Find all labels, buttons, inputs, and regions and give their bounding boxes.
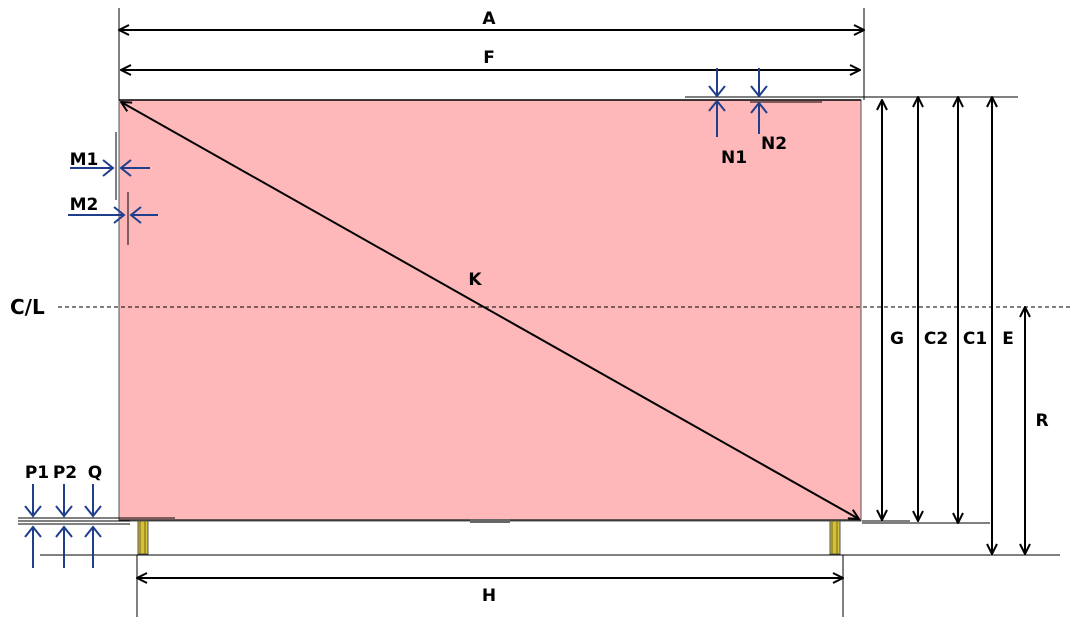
label-p1: P1 [25, 463, 49, 483]
label-f: F [483, 48, 495, 68]
label-r: R [1035, 411, 1048, 431]
label-c2: C2 [924, 329, 948, 349]
left-leg [137, 520, 149, 555]
dim-k [121, 102, 859, 519]
label-center-line: C/L [10, 295, 45, 319]
label-c1: C1 [963, 329, 987, 349]
label-p2: P2 [53, 463, 77, 483]
label-k: K [468, 270, 482, 290]
small-arrows [24, 68, 768, 568]
center-base-mark [470, 519, 510, 523]
label-g: G [890, 329, 904, 349]
right-leg [829, 520, 841, 555]
label-m1: M1 [70, 150, 99, 170]
label-a: A [482, 9, 496, 29]
label-n2: N2 [761, 134, 787, 154]
label-n1: N1 [721, 148, 747, 168]
label-m2: M2 [70, 195, 99, 215]
dimension-arrows [119, 30, 1025, 578]
label-q: Q [88, 463, 102, 483]
label-e: E [1002, 329, 1014, 349]
label-h: H [482, 586, 496, 606]
